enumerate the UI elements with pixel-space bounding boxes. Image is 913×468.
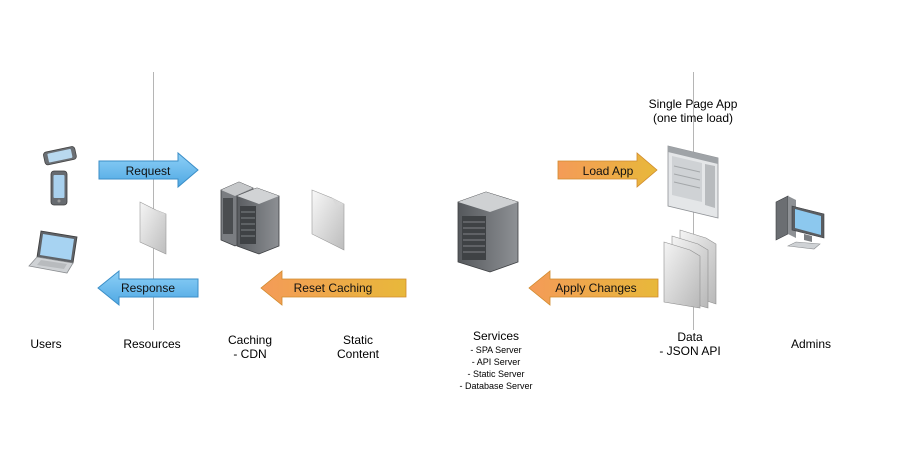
users-label: Users: [30, 337, 62, 351]
spa-caption-line1: Single Page App: [648, 97, 738, 111]
reset-caching-label: Reset Caching: [293, 281, 373, 295]
services-list: - SPA Server - API Server - Static Serve…: [446, 344, 546, 392]
services-item-static: - Static Server: [467, 369, 525, 379]
static-label-line2: Content: [336, 347, 380, 361]
services-item-api: - API Server: [471, 357, 521, 367]
load-app-arrow[interactable]: [557, 152, 659, 188]
server-tower-icon: [457, 191, 519, 273]
services-item-spa: - SPA Server: [470, 345, 522, 355]
response-arrow[interactable]: [97, 269, 199, 307]
data-label-line2: - JSON API: [659, 344, 721, 358]
static-document-icon: [311, 189, 345, 251]
data-label: Data - JSON API: [650, 330, 730, 358]
spa-caption-line2: (one time load): [652, 111, 734, 125]
services-item-database: - Database Server: [459, 381, 533, 391]
server-rack-icon: [220, 181, 280, 255]
response-label: Response: [120, 281, 176, 295]
request-arrow[interactable]: [98, 151, 200, 189]
services-label: Services: [472, 329, 519, 343]
document-icon: [139, 201, 167, 255]
admins-label: Admins: [790, 337, 831, 351]
spa-caption: Single Page App (one time load): [628, 97, 758, 125]
apply-changes-arrow[interactable]: [528, 270, 660, 306]
tablet-icon: [50, 170, 68, 206]
caching-label: Caching - CDN: [214, 333, 286, 361]
static-label-line1: Static: [342, 333, 373, 347]
reset-caching-arrow[interactable]: [260, 270, 408, 306]
laptop-icon: [28, 230, 78, 274]
request-label: Request: [125, 164, 171, 178]
desktop-computer-icon: [775, 195, 825, 250]
resources-label: Resources: [123, 337, 181, 351]
document-stack-icon: [663, 229, 717, 309]
browser-window-icon: [667, 145, 719, 219]
caching-label-line1: Caching: [227, 333, 273, 347]
phone-icon: [43, 146, 77, 166]
apply-changes-label: Apply Changes: [555, 281, 637, 295]
load-app-label: Load App: [582, 164, 634, 178]
divider-left: [153, 72, 154, 330]
caching-label-line2: - CDN: [233, 347, 267, 361]
static-content-label: Static Content: [322, 333, 394, 361]
data-label-line1: Data: [677, 330, 703, 344]
